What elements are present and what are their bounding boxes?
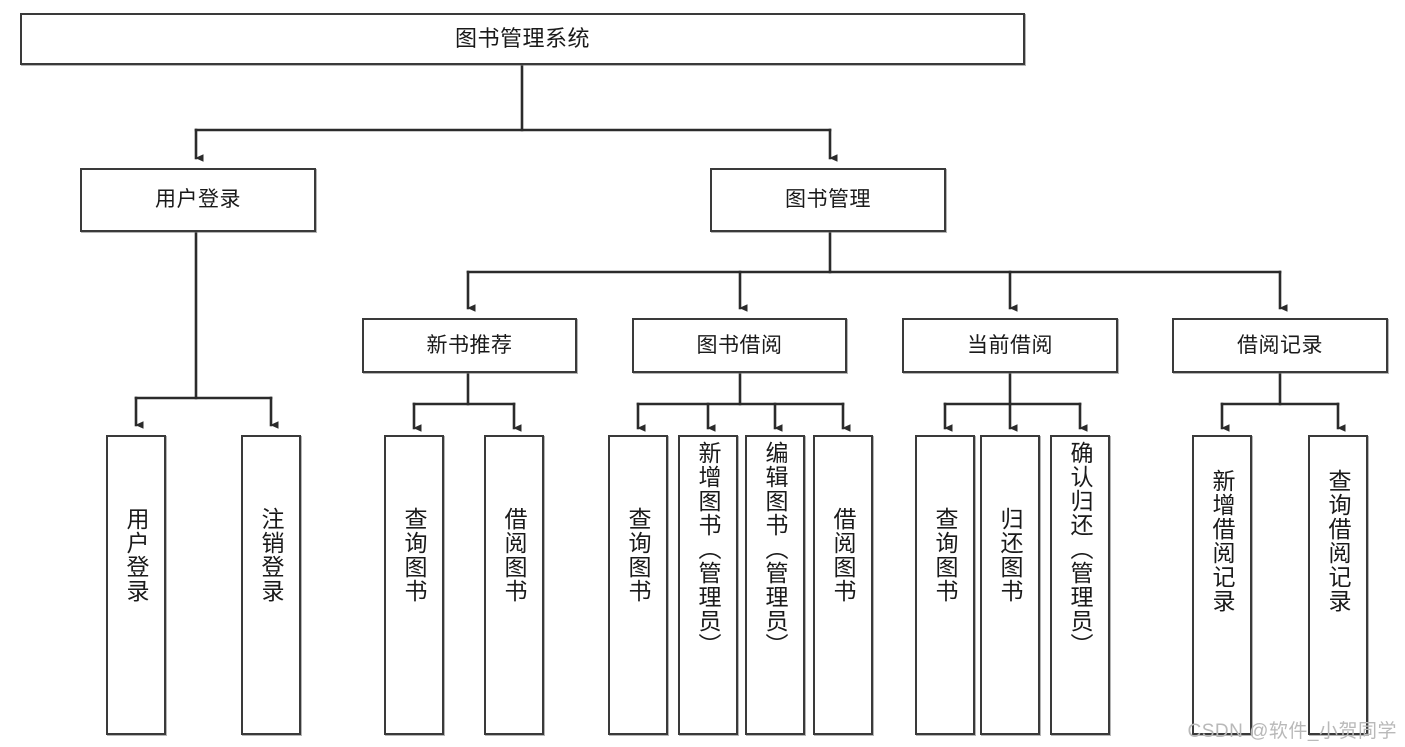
node-label: 新增借阅记录	[1209, 469, 1236, 613]
node-label: 归还图书	[997, 507, 1024, 603]
node-label: 查询借阅记录	[1325, 469, 1352, 613]
leaf-new-book-query[interactable]: 查询图书	[384, 435, 444, 735]
leaf-user-login-signin[interactable]: 用户登录	[106, 435, 166, 735]
node-book-borrow[interactable]: 图书借阅	[632, 318, 847, 373]
leaf-book-borrow-query[interactable]: 查询图书	[608, 435, 668, 735]
node-label: 借阅记录	[1237, 333, 1323, 357]
node-new-book-recommend[interactable]: 新书推荐	[362, 318, 577, 373]
leaf-new-book-borrow[interactable]: 借阅图书	[484, 435, 544, 735]
node-label: 新书推荐	[426, 333, 513, 357]
node-label: 借阅图书	[501, 507, 528, 603]
leaf-borrow-record-add[interactable]: 新增借阅记录	[1192, 435, 1252, 735]
csdn-watermark: CSDN @软件_小贺同学	[1187, 721, 1397, 742]
node-label: 用户登录	[155, 188, 241, 212]
node-label: 编辑图书（管理员）	[762, 441, 789, 657]
node-label: 图书管理	[785, 188, 871, 212]
leaf-user-login-signout[interactable]: 注销登录	[241, 435, 301, 735]
node-label: 新增图书（管理员）	[695, 441, 722, 657]
node-label: 注销登录	[258, 507, 285, 603]
node-label: 用户登录	[123, 507, 150, 603]
node-label: 查询图书	[932, 507, 959, 603]
node-label: 当前借阅	[967, 333, 1053, 357]
node-label: 确认归还（管理员）	[1067, 441, 1094, 657]
node-root-book-management-system[interactable]: 图书管理系统	[20, 13, 1025, 65]
node-current-borrow[interactable]: 当前借阅	[902, 318, 1118, 373]
node-label: 借阅图书	[830, 507, 857, 603]
node-label: 图书借阅	[696, 333, 783, 357]
node-borrow-record[interactable]: 借阅记录	[1172, 318, 1388, 373]
leaf-book-borrow-edit-admin[interactable]: 编辑图书（管理员）	[745, 435, 805, 735]
leaf-current-borrow-return[interactable]: 归还图书	[980, 435, 1040, 735]
node-label: 查询图书	[625, 507, 652, 603]
leaf-current-borrow-query[interactable]: 查询图书	[915, 435, 975, 735]
node-label: 查询图书	[401, 507, 428, 603]
leaf-book-borrow-borrow[interactable]: 借阅图书	[813, 435, 873, 735]
node-user-login[interactable]: 用户登录	[80, 168, 316, 232]
node-book-management[interactable]: 图书管理	[710, 168, 946, 232]
node-label: 图书管理系统	[454, 25, 590, 51]
leaf-borrow-record-query[interactable]: 查询借阅记录	[1308, 435, 1368, 735]
leaf-book-borrow-add-admin[interactable]: 新增图书（管理员）	[678, 435, 738, 735]
leaf-current-borrow-confirm-admin[interactable]: 确认归还（管理员）	[1050, 435, 1110, 735]
